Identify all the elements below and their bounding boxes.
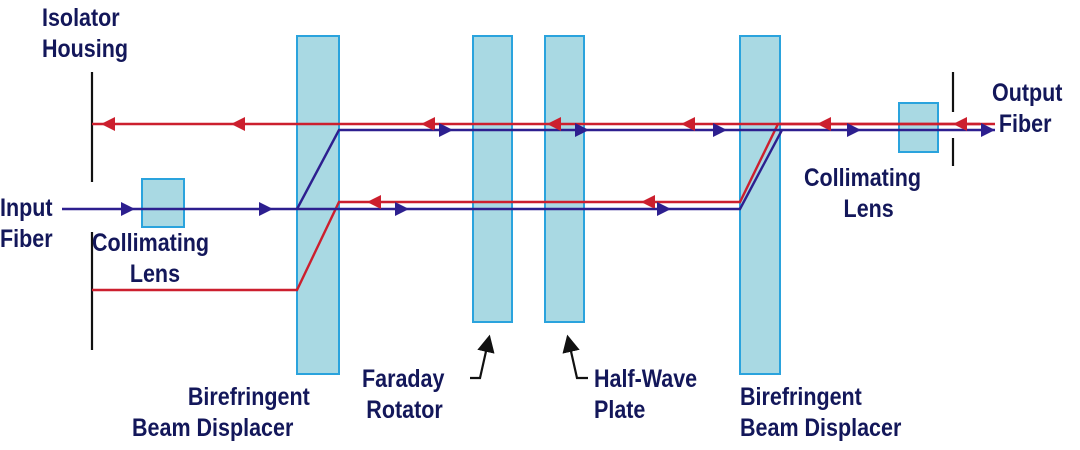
label-line: Faraday: [362, 365, 445, 393]
label-line: Collimating: [804, 164, 922, 192]
faraday-leader-arrow: [470, 334, 495, 380]
label-line: Housing: [42, 35, 128, 63]
birefringent-right-label: Birefringent Beam Displacer: [740, 382, 901, 444]
collimating-lens-left: [141, 178, 185, 228]
collimating-lens-right-label: Collimating Lens: [804, 163, 921, 225]
label-line: Fiber: [0, 225, 53, 253]
birefringent-left-label: Birefringent Beam Displacer: [132, 382, 310, 444]
faraday-rotator-label: Faraday Rotator: [362, 364, 444, 426]
label-line: Beam Displacer: [740, 414, 902, 442]
label-line: Beam Displacer: [132, 414, 294, 442]
label-line: Lens: [129, 260, 181, 288]
forward-beam-ordinary-path: [297, 129, 784, 211]
birefringent-beam-displacer-right: [739, 35, 781, 375]
collimating-lens-right: [898, 102, 939, 153]
label-line: Input: [0, 194, 53, 222]
label-line: Output: [992, 79, 1063, 107]
forward-arrows: [116, 123, 995, 216]
half-wave-leader-arrow: [562, 334, 588, 380]
input-fiber-label: Input Fiber: [0, 193, 53, 255]
label-line: Rotator: [366, 396, 443, 424]
faraday-rotator: [472, 35, 513, 323]
label-line: Birefringent: [740, 383, 862, 411]
half-wave-plate-label: Half-Wave Plate: [594, 364, 697, 426]
label-line: Birefringent: [187, 383, 310, 411]
optical-components: [141, 35, 939, 375]
half-wave-plate: [544, 35, 585, 323]
isolator-housing-label: Isolator Housing: [42, 3, 128, 65]
label-line: Collimating: [92, 229, 210, 257]
collimating-lens-left-label: Collimating Lens: [92, 228, 209, 290]
output-fiber-label: Output Fiber: [992, 78, 1062, 140]
label-line: Lens: [843, 195, 894, 223]
label-line: Plate: [594, 396, 646, 424]
label-line: Half-Wave: [594, 365, 698, 393]
label-line: Fiber: [998, 110, 1052, 138]
backward-arrows: [101, 117, 972, 209]
label-line: Isolator: [42, 4, 120, 32]
leader-arrows: [470, 334, 588, 380]
backward-beam-lower-path: [92, 122, 980, 292]
birefringent-beam-displacer-left: [296, 35, 340, 375]
forward-beam-extraordinary-path: [295, 128, 995, 210]
